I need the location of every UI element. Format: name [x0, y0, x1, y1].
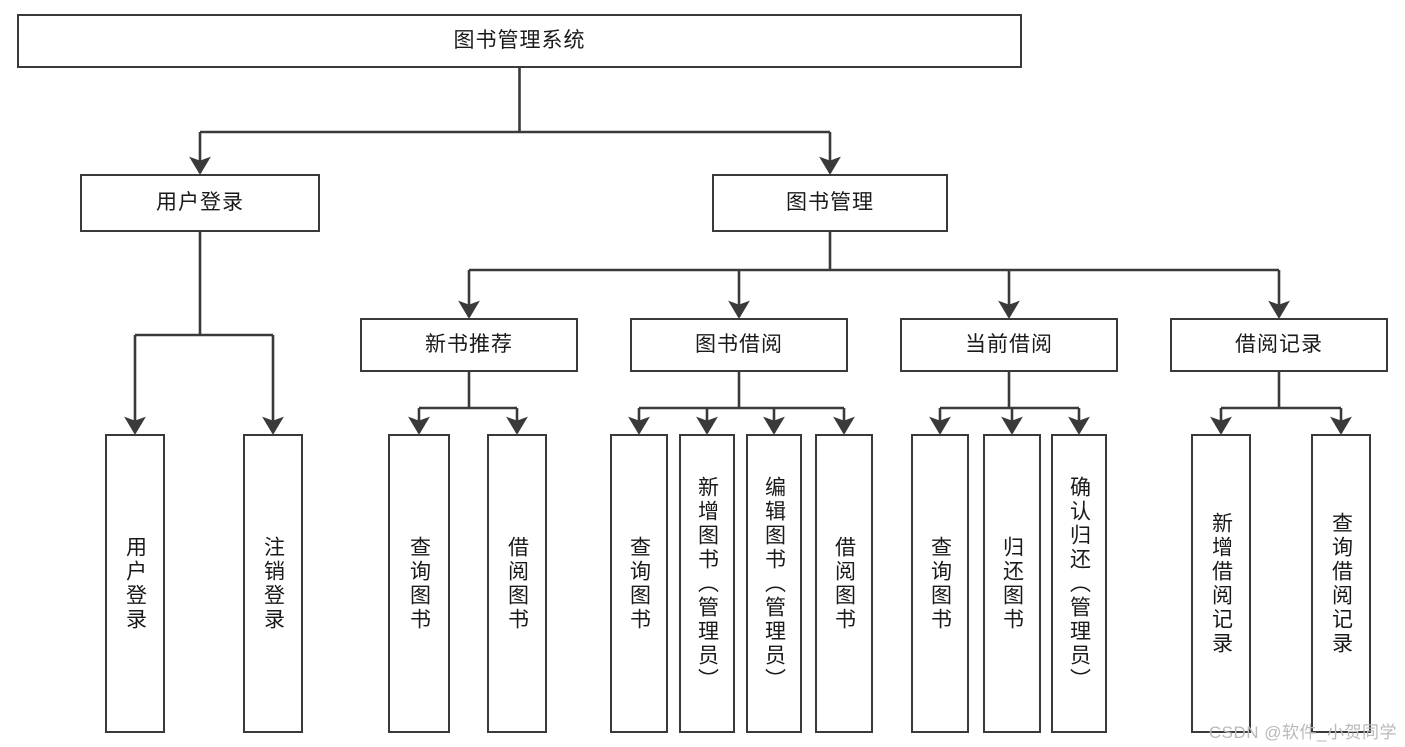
node-label: 查询图书	[928, 535, 952, 632]
node-l2-borrow[interactable]: 图书借阅	[630, 318, 848, 372]
node-label: 借阅记录	[1235, 332, 1323, 356]
node-l3-c2[interactable]: 新增图书（管理员）	[679, 434, 735, 733]
node-l2-current[interactable]: 当前借阅	[900, 318, 1118, 372]
node-l2-new[interactable]: 新书推荐	[360, 318, 578, 372]
node-l1-books[interactable]: 图书管理	[712, 174, 948, 232]
node-label: 查询图书	[627, 535, 651, 632]
node-label: 借阅图书	[505, 535, 529, 632]
node-label: 借阅图书	[832, 535, 856, 632]
node-l3-d3[interactable]: 确认归还（管理员）	[1051, 434, 1107, 733]
node-label: 编辑图书（管理员）	[762, 475, 786, 692]
node-label: 确认归还（管理员）	[1067, 475, 1091, 692]
node-l3-c1[interactable]: 查询图书	[610, 434, 668, 733]
node-label: 查询图书	[407, 535, 431, 632]
node-l1-login[interactable]: 用户登录	[80, 174, 320, 232]
node-l3-d2[interactable]: 归还图书	[983, 434, 1041, 733]
node-label: 查询借阅记录	[1329, 511, 1353, 656]
node-label: 图书管理	[786, 190, 874, 214]
node-label: 图书管理系统	[453, 28, 586, 52]
node-label: 用户登录	[156, 190, 244, 214]
node-label: 新增借阅记录	[1209, 511, 1233, 656]
node-l2-record[interactable]: 借阅记录	[1170, 318, 1388, 372]
node-label: 归还图书	[1000, 535, 1024, 632]
node-l3-a2[interactable]: 注销登录	[243, 434, 303, 733]
node-label: 注销登录	[261, 535, 285, 632]
node-label: 新增图书（管理员）	[695, 475, 719, 692]
node-root[interactable]: 图书管理系统	[17, 14, 1022, 68]
node-l3-b2[interactable]: 借阅图书	[487, 434, 547, 733]
node-label: 用户登录	[123, 535, 147, 632]
node-l3-b1[interactable]: 查询图书	[388, 434, 450, 733]
node-label: 当前借阅	[965, 332, 1053, 356]
node-l3-e2[interactable]: 查询借阅记录	[1311, 434, 1371, 733]
node-l3-a1[interactable]: 用户登录	[105, 434, 165, 733]
node-l3-c4[interactable]: 借阅图书	[815, 434, 873, 733]
node-l3-c3[interactable]: 编辑图书（管理员）	[746, 434, 802, 733]
watermark-text: CSDN @软件_小贺同学	[1208, 723, 1397, 742]
node-l3-e1[interactable]: 新增借阅记录	[1191, 434, 1251, 733]
node-l3-d1[interactable]: 查询图书	[911, 434, 969, 733]
node-label: 新书推荐	[425, 332, 513, 356]
node-label: 图书借阅	[695, 332, 783, 356]
